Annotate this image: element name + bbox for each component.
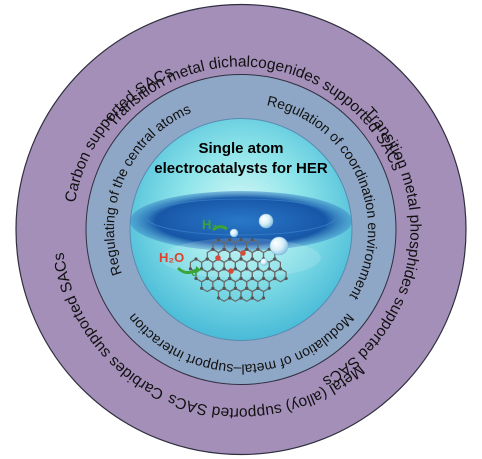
graphene-lattice [188, 237, 288, 302]
lattice-atom [205, 276, 209, 281]
h2-bubble-small [229, 228, 239, 238]
single-metal-atom [215, 255, 221, 261]
single-metal-atom [240, 250, 246, 256]
lattice-atom [273, 276, 277, 281]
lattice-atom [222, 286, 226, 290]
lattice-atom [267, 286, 271, 290]
water-ripple [145, 198, 337, 236]
lattice-atom [273, 257, 277, 261]
lattice-atom [250, 257, 254, 261]
h2-bubble-tiny [260, 258, 268, 266]
lattice-atom [200, 267, 204, 271]
lattice-atom [250, 237, 254, 242]
lattice-atom [228, 276, 232, 281]
lattice-atom [245, 286, 249, 290]
lattice-atom [261, 276, 266, 281]
lattice-atom [239, 257, 243, 261]
lattice-atom [211, 286, 215, 290]
lattice-atom [222, 267, 226, 271]
lattice-atom [250, 296, 254, 300]
lattice-atom [228, 257, 232, 261]
lattice-atom [267, 247, 271, 251]
center-title-line1: Single atom [198, 140, 283, 157]
lattice-atom [278, 267, 282, 271]
lattice-atom [194, 276, 198, 281]
lattice-atom [222, 247, 226, 251]
center-title-line2: electrocatalysts for HER [154, 160, 328, 177]
lattice-atom [239, 296, 243, 300]
lattice-atom [216, 296, 221, 300]
lattice-atom [256, 267, 260, 271]
lattice-atom [216, 237, 221, 242]
lattice-hexagon [274, 268, 287, 283]
water-band [130, 191, 352, 251]
lattice-atom [188, 267, 192, 271]
lattice-atom [261, 296, 266, 300]
lattice-atom [233, 247, 237, 251]
h2o-label: H₂O [159, 250, 184, 265]
lattice-atom [211, 267, 215, 271]
single-metal-atom [228, 268, 234, 274]
lattice-atom [233, 286, 237, 290]
lattice-atom [284, 276, 288, 281]
h2-label: H₂ [202, 217, 217, 232]
lattice-atom [211, 247, 215, 251]
electron-arrowhead-icon [195, 266, 201, 274]
lattice-atom [267, 267, 271, 271]
h2-arrow-icon [211, 225, 228, 232]
lattice-atom [256, 247, 260, 251]
h2-bubble-top [258, 213, 274, 229]
lattice-atom [194, 257, 198, 261]
electron-label: e⁻ [191, 265, 204, 279]
lattice-atom [245, 247, 249, 251]
lattice-atom [228, 237, 232, 242]
lattice-atom [239, 237, 243, 242]
lattice-atom [216, 276, 221, 281]
lattice-atom [250, 276, 254, 281]
electron-arrow-icon [176, 266, 197, 275]
lattice-atom [200, 286, 204, 290]
lattice-atom [239, 276, 243, 281]
lattice-atom [205, 257, 209, 261]
lattice-atom [228, 296, 232, 300]
lattice-hexagon [251, 287, 265, 302]
lattice-atom [256, 286, 260, 290]
lattice-atom [233, 267, 237, 271]
lattice-atom [245, 267, 249, 271]
h2-bubble-large [269, 236, 289, 256]
